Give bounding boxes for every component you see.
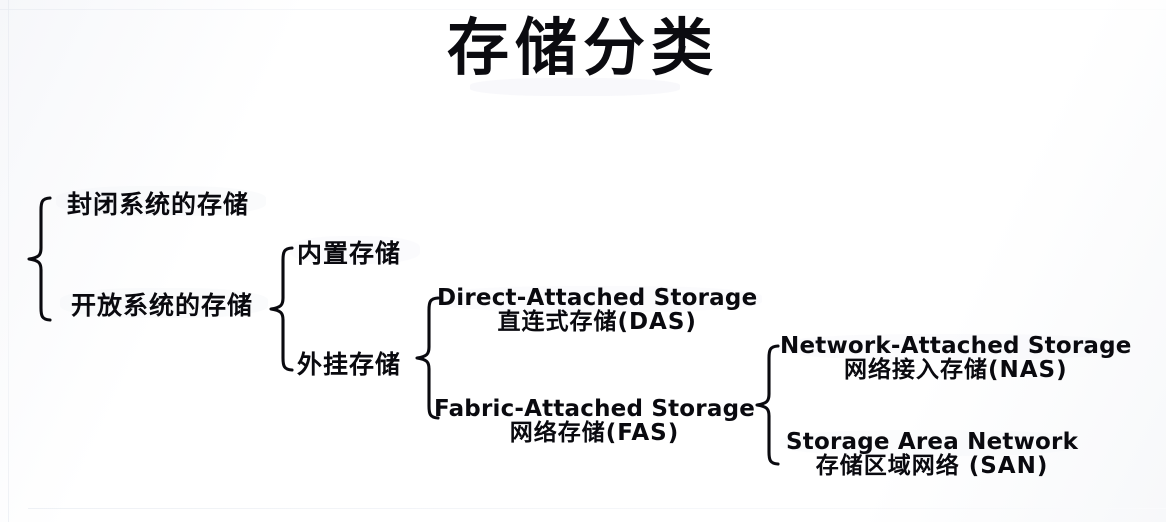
- node-label-en: Fabric-Attached Storage: [434, 396, 756, 422]
- node-label-cn: 直连式存储(DAS): [497, 309, 697, 336]
- node-internal-storage: 内置存储: [297, 239, 402, 268]
- node-label-cn: 外挂存储: [297, 350, 402, 379]
- brace-open-system: [268, 246, 294, 372]
- node-external-storage: 外挂存储: [297, 350, 402, 379]
- node-label-cn: 内置存储: [297, 239, 402, 268]
- scan-edge-bottom: [28, 508, 1166, 509]
- node-label-en: Network-Attached Storage: [780, 333, 1132, 359]
- node-label-cn: 存储区域网络 (SAN): [815, 453, 1049, 480]
- node-das: Direct-Attached Storage 直连式存储(DAS): [437, 286, 757, 335]
- diagram-title: 存储分类: [446, 11, 719, 84]
- scan-edge-left: [8, 0, 9, 522]
- brace-root: [26, 196, 52, 322]
- brace-external: [414, 296, 440, 420]
- node-nas: Network-Attached Storage 网络接入存储(NAS): [780, 334, 1132, 383]
- scan-edge-top: [0, 9, 1166, 10]
- node-closed-system-storage: 封闭系统的存储: [67, 190, 250, 219]
- node-label-cn: 开放系统的存储: [71, 291, 254, 320]
- node-label-en: Storage Area Network: [786, 429, 1079, 455]
- node-open-system-storage: 开放系统的存储: [71, 291, 254, 320]
- node-label-cn: 网络存储(FAS): [509, 420, 680, 447]
- node-label-cn: 封闭系统的存储: [67, 190, 250, 219]
- node-label-en: Direct-Attached Storage: [437, 285, 758, 311]
- brace-fas: [754, 344, 780, 466]
- node-san: Storage Area Network 存储区域网络 (SAN): [786, 430, 1078, 479]
- node-fas: Fabric-Attached Storage 网络存储(FAS): [434, 397, 755, 446]
- node-label-cn: 网络接入存储(NAS): [843, 357, 1068, 384]
